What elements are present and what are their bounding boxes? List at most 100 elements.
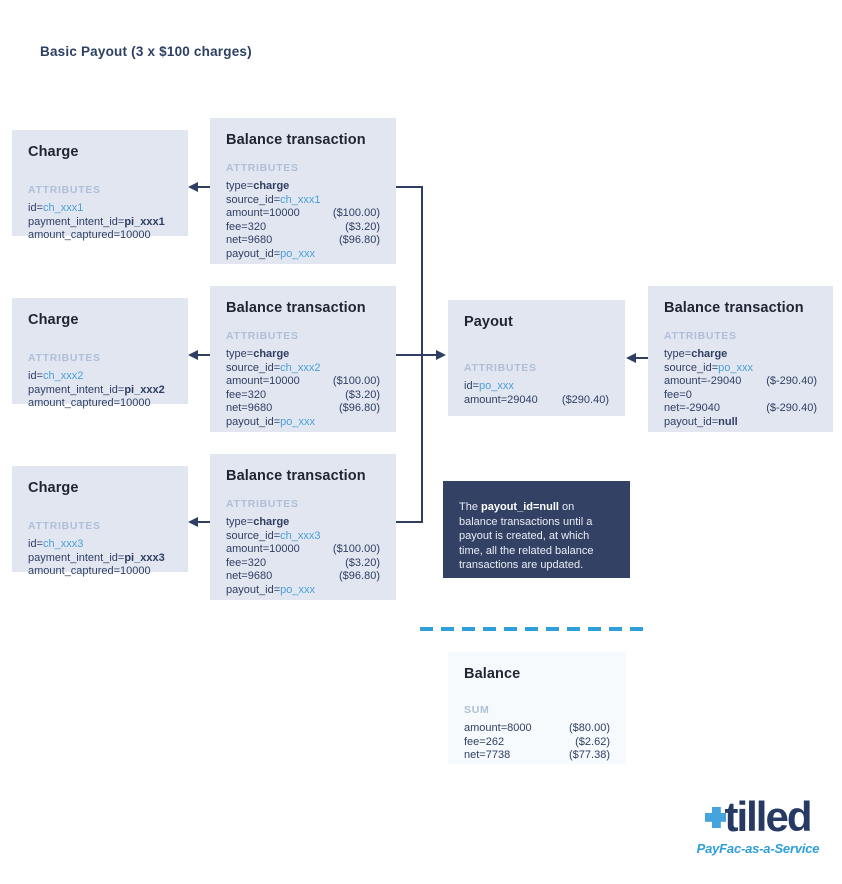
text-segment: net=7738 <box>464 749 511 761</box>
text-segment: charge <box>253 180 290 192</box>
text-segment: payout_id= <box>226 415 281 428</box>
attribute-row: amount=10000($100.00) <box>226 375 380 389</box>
attribute-row: id=ch_xxx2 <box>28 370 172 384</box>
text-segment: net=-29040 <box>664 402 720 414</box>
attribute-row: payment_intent_id=pi_xxx2 <box>28 384 172 398</box>
text-segment: pi_xxx3 <box>124 551 165 564</box>
attribute-row: payout_id=po_xxx <box>226 248 380 262</box>
text-segment: charge <box>253 516 290 528</box>
text-segment: null <box>718 415 738 428</box>
attribute-row: net=9680($96.80) <box>226 234 380 248</box>
text-segment: type= <box>226 348 254 360</box>
text-segment: ch_xxx3 <box>43 538 84 550</box>
balance-transaction-payout-card: Balance transaction ATTRIBUTES type=char… <box>648 286 833 432</box>
attribute-row: source_id=ch_xxx2 <box>226 362 380 376</box>
text-segment: source_id= <box>226 193 281 206</box>
text-segment: payout_id= <box>226 247 281 260</box>
tilled-wordmark-row: tilled <box>688 794 828 840</box>
attribute-row: payout_id=po_xxx <box>226 584 380 598</box>
arrowhead-left-3 <box>188 517 198 527</box>
card-title: Balance <box>464 666 521 682</box>
text-segment: pi_xxx2 <box>124 383 165 396</box>
text-segment: net=9680 <box>226 570 273 582</box>
attribute-row: amount=8000($80.00) <box>464 722 610 736</box>
card-title: Payout <box>464 314 513 330</box>
text-segment: id= <box>28 370 43 382</box>
text-segment: po_xxx <box>479 380 514 392</box>
attributes-label: ATTRIBUTES <box>226 330 299 342</box>
text-segment: fee=320 <box>226 220 267 233</box>
text-segment: po_xxx <box>280 583 315 596</box>
text-segment: pi_xxx1 <box>124 215 165 228</box>
attribute-row: amount=29040 ($290.40) <box>464 394 609 408</box>
text-segment: payment_intent_id= <box>28 215 125 228</box>
text-segment: net=9680 <box>226 402 273 414</box>
money-value: ($3.20) <box>345 220 380 233</box>
text-segment: on balance transactions until a payout i… <box>459 501 594 571</box>
money-value: ($2.62) <box>575 735 610 748</box>
attribute-row: fee=262 ($2.62) <box>464 736 610 750</box>
text-segment: id= <box>464 380 479 392</box>
attribute-row: fee=320($3.20) <box>226 557 380 571</box>
text-segment: ch_xxx3 <box>280 529 321 542</box>
balance-card: Balance SUM amount=8000($80.00)fee=262 ($… <box>448 652 626 764</box>
attribute-row: id=po_xxx <box>464 380 609 394</box>
money-value: ($96.80) <box>339 570 380 582</box>
text-segment: payment_intent_id= <box>28 383 125 396</box>
attribute-row: amount_captured=10000 <box>28 229 172 243</box>
attribute-row: type=charge <box>226 348 380 362</box>
attribute-row: id=ch_xxx3 <box>28 538 172 552</box>
text-segment: source_id= <box>226 529 281 542</box>
attributes-label: ATTRIBUTES <box>226 162 299 174</box>
text-segment: ch_xxx2 <box>43 370 84 382</box>
balance-transaction-card-3: Balance transaction ATTRIBUTES type=char… <box>210 454 396 600</box>
text-segment: payment_intent_id= <box>28 551 125 564</box>
text-segment: charge <box>691 348 728 360</box>
text-segment: net=9680 <box>226 234 273 246</box>
text-segment: charge <box>253 348 290 360</box>
attribute-row: type=charge <box>664 348 817 362</box>
arrowhead-into-payout-right <box>626 353 636 363</box>
arrowhead-left-1 <box>188 182 198 192</box>
text-segment: id= <box>28 538 43 550</box>
attribute-row: source_id=ch_xxx1 <box>226 194 380 208</box>
text-segment: amount=-29040 <box>664 375 742 387</box>
attribute-row: net=9680($96.80) <box>226 402 380 416</box>
text-segment: amount=29040 <box>464 393 538 406</box>
card-title: Balance transaction <box>664 300 804 316</box>
text-segment: amount=10000 <box>226 543 300 555</box>
attributes-label: ATTRIBUTES <box>28 520 101 532</box>
text-segment: The <box>459 501 482 513</box>
attribute-row: source_id=po_xxx <box>664 362 817 376</box>
attribute-row: net=-29040($-290.40) <box>664 402 817 416</box>
tilled-tagline: PayFac-as-a-Service <box>696 841 820 856</box>
text-segment: fee=320 <box>226 388 267 401</box>
diagram-title: Basic Payout (3 x $100 charges) <box>40 44 252 59</box>
money-value: ($3.20) <box>345 388 380 401</box>
text-segment: type= <box>226 516 254 528</box>
sum-label: SUM <box>464 704 490 716</box>
text-segment: po_xxx <box>280 247 315 260</box>
tilled-logo: tilled PayFac-as-a-Service <box>688 794 828 857</box>
text-segment: fee=0 <box>664 388 692 401</box>
attribute-row: type=charge <box>226 180 380 194</box>
attribute-row: amount=10000($100.00) <box>226 543 380 557</box>
text-segment: amount=10000 <box>226 375 300 387</box>
attribute-row: type=charge <box>226 516 380 530</box>
card-title: Charge <box>28 144 79 160</box>
attributes-label: ATTRIBUTES <box>226 498 299 510</box>
money-value: ($290.40) <box>561 393 609 406</box>
money-value: ($77.38) <box>569 749 610 761</box>
attribute-rows: amount=8000($80.00)fee=262 ($2.62) net=773… <box>464 722 610 763</box>
attribute-row: amount_captured=10000 <box>28 565 172 579</box>
text-segment: fee=262 <box>464 735 505 748</box>
attributes-label: ATTRIBUTES <box>664 330 737 342</box>
